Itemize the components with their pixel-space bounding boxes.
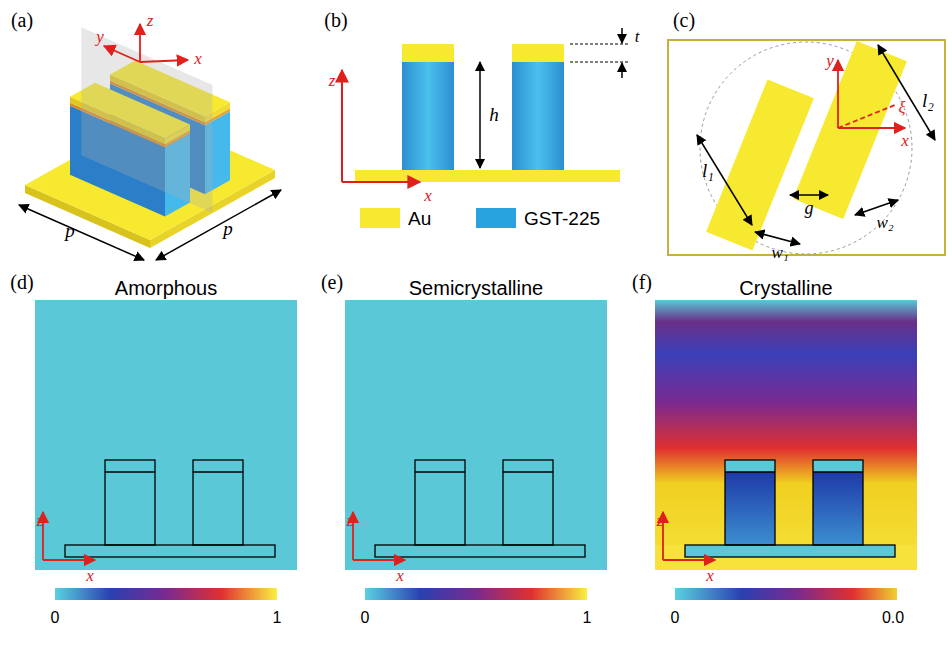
panel-label: (b) xyxy=(324,10,347,30)
unit-cell-3d xyxy=(19,24,281,260)
figure-label: p xyxy=(223,219,233,238)
axis-line xyxy=(140,60,188,62)
field-map-amorphous xyxy=(35,300,297,600)
axis-label: z xyxy=(657,512,664,529)
figure-label: t xyxy=(635,28,640,45)
figure-label: 0 xyxy=(671,610,680,626)
axis-line xyxy=(104,46,140,62)
axis-label: x xyxy=(194,50,202,67)
figure-label: g xyxy=(805,199,814,217)
axis-label: z xyxy=(37,512,44,529)
figure-label: 1 xyxy=(583,610,592,626)
axis-label: y xyxy=(96,28,104,45)
axis-line xyxy=(139,24,141,62)
legend-swatch xyxy=(476,208,516,228)
axis-label: x xyxy=(424,187,432,204)
axis-label: x xyxy=(706,567,714,584)
axis-label: x xyxy=(86,567,94,584)
axis-label: x xyxy=(901,132,909,149)
axis-label: z xyxy=(347,512,354,529)
figure-label: w₁ xyxy=(771,244,788,261)
panel-label: (e) xyxy=(321,272,343,292)
panel-label: (a) xyxy=(11,10,33,30)
figure-label: 1 xyxy=(273,610,282,626)
legend-text: Au xyxy=(408,209,431,228)
figure-label: 0 xyxy=(361,610,370,626)
figure-label: l₁ xyxy=(702,161,714,180)
axis-line xyxy=(156,190,281,260)
cross-section xyxy=(342,28,630,182)
figure-label: w₂ xyxy=(876,214,893,231)
axis-line xyxy=(19,205,144,260)
field-map-semicrystalline xyxy=(345,300,607,600)
field-map-crystalline xyxy=(655,300,917,600)
figure-label: p xyxy=(65,221,75,240)
figure-label: h xyxy=(489,105,499,124)
figure-label: l₂ xyxy=(922,91,934,110)
top-view xyxy=(668,40,945,255)
axis-label: z xyxy=(329,72,336,89)
legend-swatch xyxy=(360,208,400,228)
legend-text: GST-225 xyxy=(524,209,600,228)
panel-label: (f) xyxy=(632,272,652,292)
figure-label: Amorphous xyxy=(115,278,217,298)
figure-label: 0.0 xyxy=(882,610,904,626)
axis-label: y xyxy=(826,52,834,69)
axis-label: z xyxy=(147,12,154,29)
axis-label: ξ xyxy=(899,100,906,116)
panel-label: (d) xyxy=(10,272,33,292)
figure-label: Semicrystalline xyxy=(409,278,543,298)
figure-label: Crystalline xyxy=(739,278,832,298)
figure-label: 0 xyxy=(51,610,60,626)
panel-label: (c) xyxy=(673,10,695,30)
cut-plane xyxy=(81,27,212,213)
axis-label: x xyxy=(396,567,404,584)
